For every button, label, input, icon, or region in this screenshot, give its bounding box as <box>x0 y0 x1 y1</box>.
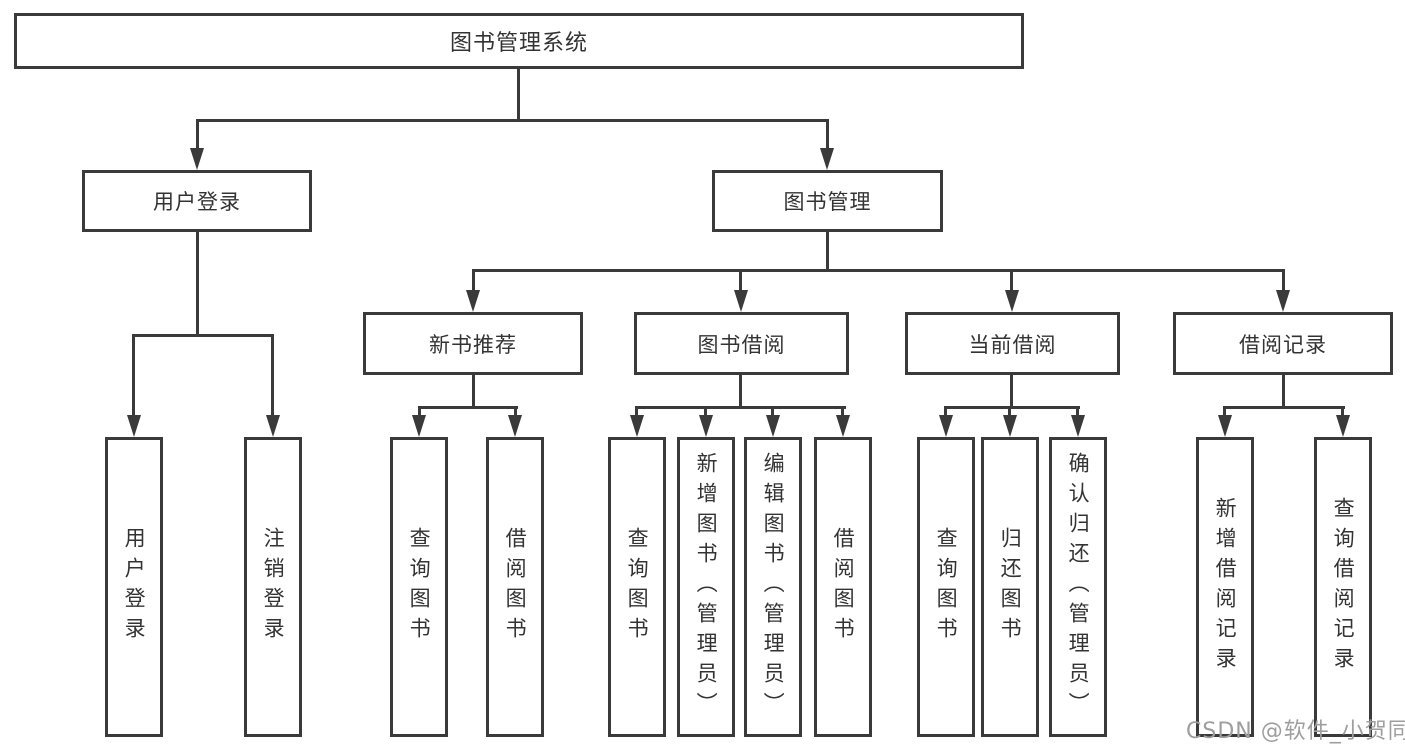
node-book-borrowing: 图书借阅 <box>634 312 849 375</box>
node-label: 查询借阅记录 <box>1331 497 1356 677</box>
arrow-down-icon <box>630 415 644 437</box>
arrow-down-icon <box>836 415 850 437</box>
leaf-query-books-recommend: 查询图书 <box>390 437 448 737</box>
node-label: 当前借阅 <box>968 332 1057 357</box>
node-current-borrowing: 当前借阅 <box>905 312 1120 375</box>
connector-line <box>635 406 638 419</box>
connector-line <box>196 119 829 122</box>
connector-line <box>1341 406 1344 419</box>
node-library-management-system: 图书管理系统 <box>14 13 1024 69</box>
connector-line <box>1010 269 1013 294</box>
node-book-management: 图书管理 <box>712 170 943 232</box>
connector-line <box>1282 269 1285 294</box>
connector-line <box>418 406 518 409</box>
node-label: 新增借阅记录 <box>1213 497 1238 677</box>
arrow-down-icon <box>266 415 280 437</box>
connector-line <box>517 69 520 120</box>
connector-line <box>472 269 475 294</box>
node-label: 查询图书 <box>934 527 959 647</box>
arrow-down-icon <box>1003 415 1017 437</box>
connector-line <box>271 334 274 419</box>
connector-line <box>841 406 844 419</box>
node-label: 归还图书 <box>998 527 1023 647</box>
node-label: 借阅图书 <box>503 527 528 647</box>
arrow-down-icon <box>939 415 953 437</box>
arrow-down-icon <box>508 415 522 437</box>
leaf-edit-books-admin: 编辑图书（管理员） <box>744 437 802 737</box>
connector-line <box>826 119 829 150</box>
connector-line <box>196 232 199 336</box>
node-label: 编辑图书（管理员） <box>761 452 786 722</box>
connector-line <box>196 119 199 150</box>
node-borrowing-records: 借阅记录 <box>1173 312 1393 375</box>
arrow-down-icon <box>1071 415 1085 437</box>
leaf-add-borrow-record: 新增借阅记录 <box>1196 437 1254 737</box>
connector-line <box>1008 406 1011 419</box>
node-label: 查询图书 <box>625 527 650 647</box>
connector-line <box>704 406 707 419</box>
leaf-query-books-current: 查询图书 <box>917 437 975 737</box>
leaf-borrow-books: 借阅图书 <box>814 437 872 737</box>
connector-line <box>1010 375 1013 409</box>
node-label: 新增图书（管理员） <box>694 452 719 722</box>
node-label: 用户登录 <box>122 527 147 647</box>
connector-line <box>418 406 421 419</box>
node-label: 图书管理 <box>783 190 872 214</box>
connector-line <box>739 375 742 409</box>
leaf-confirm-return-admin: 确认归还（管理员） <box>1049 437 1107 737</box>
node-label: 注销登录 <box>261 527 286 647</box>
leaf-add-books-admin: 新增图书（管理员） <box>677 437 735 737</box>
arrow-down-icon <box>734 290 748 312</box>
node-label: 用户登录 <box>153 190 241 214</box>
node-user-login: 用户登录 <box>82 170 312 232</box>
leaf-query-borrow-record: 查询借阅记录 <box>1314 437 1372 737</box>
leaf-user-login: 用户登录 <box>105 437 163 737</box>
node-label: 图书管理系统 <box>449 31 588 56</box>
connector-line <box>472 269 1285 272</box>
leaf-borrow-books-recommend: 借阅图书 <box>486 437 544 737</box>
arrow-down-icon <box>1336 415 1350 437</box>
leaf-return-books: 归还图书 <box>981 437 1039 737</box>
arrow-down-icon <box>1218 415 1232 437</box>
csdn-watermark: CSDN @软件_小贺同学 <box>1186 719 1405 744</box>
node-label: 借阅记录 <box>1239 332 1327 357</box>
connector-line <box>1223 406 1345 409</box>
connector-line <box>944 406 1080 409</box>
arrow-down-icon <box>820 148 834 170</box>
connector-line <box>944 406 947 419</box>
node-label: 图书借阅 <box>697 332 786 357</box>
node-label: 借阅图书 <box>831 527 856 647</box>
arrow-down-icon <box>1005 290 1019 312</box>
connector-line <box>636 406 846 409</box>
arrow-down-icon <box>466 290 480 312</box>
connector-line <box>1076 406 1079 419</box>
arrow-down-icon <box>1276 290 1290 312</box>
arrow-down-icon <box>127 415 141 437</box>
connector-line <box>132 334 274 337</box>
connector-line <box>1223 406 1226 419</box>
node-new-book-recommend: 新书推荐 <box>363 312 583 375</box>
connector-line <box>826 232 829 272</box>
connector-line <box>771 406 774 419</box>
leaf-logout: 注销登录 <box>244 437 302 737</box>
arrow-down-icon <box>190 148 204 170</box>
node-label: 查询图书 <box>407 527 432 647</box>
leaf-query-books-borrowing: 查询图书 <box>608 437 666 737</box>
arrow-down-icon <box>699 415 713 437</box>
connector-line <box>132 334 135 419</box>
connector-line <box>514 406 517 419</box>
connector-line <box>739 269 742 294</box>
node-label: 确认归还（管理员） <box>1066 452 1091 722</box>
connector-line <box>472 375 475 409</box>
connector-line <box>1282 375 1285 409</box>
arrow-down-icon <box>412 415 426 437</box>
node-label: 新书推荐 <box>429 332 517 357</box>
arrow-down-icon <box>766 415 780 437</box>
